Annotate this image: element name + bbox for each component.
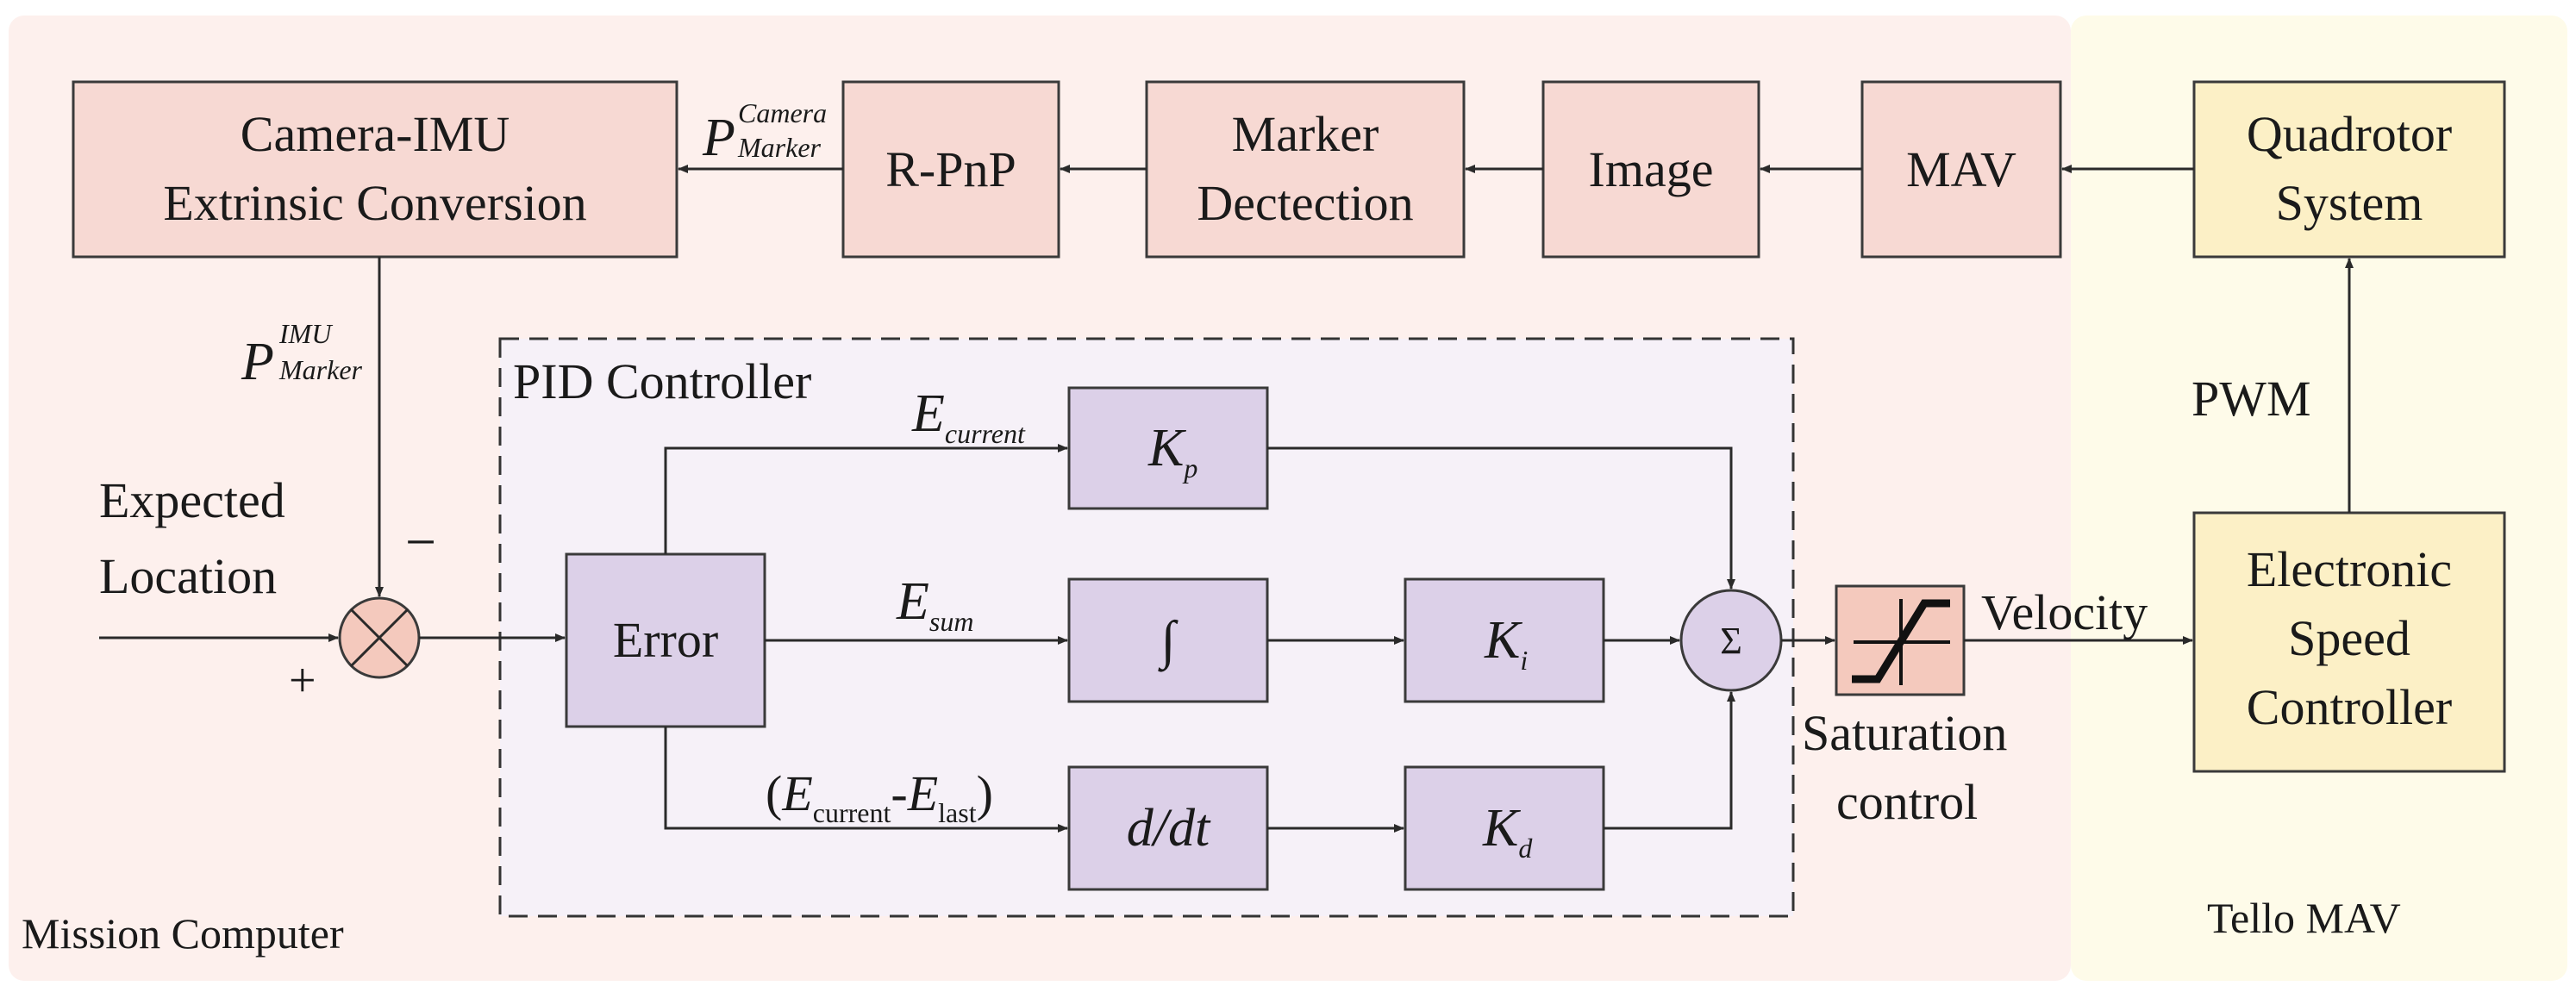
mav-label: MAV [1906, 141, 2016, 197]
e-sum-label: Esum [896, 572, 973, 637]
e-current-label: Ecurrent [911, 384, 1026, 449]
kp-label: Kp [1147, 419, 1197, 484]
quadrotor-system-block [2192, 80, 2506, 259]
saturation-label-1: Saturation [1802, 705, 2007, 761]
esc-label-3: Controller [2247, 679, 2452, 735]
rpnp-label: R-PnP [885, 141, 1016, 197]
expected-label-2: Location [99, 548, 277, 604]
image-label: Image [1589, 141, 1714, 197]
conversion-label-1: Camera-IMU [241, 106, 510, 162]
p-camera-sub: Marker [737, 132, 822, 163]
marker-detection-block [1145, 80, 1466, 259]
marker-label-2: Dectection [1197, 175, 1413, 231]
ki-block [1404, 577, 1605, 703]
arrow-error-to-kp [664, 444, 1068, 554]
sum-label: Σ [1720, 620, 1742, 662]
pid-controller-label: PID Controller [513, 353, 811, 409]
kd-label: Kd [1482, 799, 1533, 864]
comparator-cross-icon-b [349, 608, 410, 668]
p-camera-marker-label: P [702, 109, 735, 167]
quad-label-1: Quadrotor [2247, 106, 2452, 162]
pwm-label: PWM [2191, 371, 2311, 427]
integral-block [1067, 577, 1269, 703]
quad-label-2: System [2276, 175, 2423, 231]
mav-block [1860, 80, 2062, 259]
marker-label-1: Marker [1232, 106, 1379, 162]
p-camera-sup: Camera [738, 97, 827, 128]
p-imu-marker-label: P [241, 333, 274, 391]
p-imu-sup: IMU [278, 318, 333, 349]
conversion-label-2: Extrinsic Conversion [163, 175, 586, 231]
expected-label-1: Expected [99, 472, 285, 528]
velocity-label: Velocity [1981, 584, 2148, 640]
minus-sign: − [405, 511, 436, 572]
arrow-kp-to-sum [1267, 446, 1735, 590]
ki-label: Ki [1484, 611, 1528, 676]
esc-label-1: Electronic [2247, 541, 2452, 597]
deriv-block [1067, 765, 1269, 891]
rpnp-block [841, 80, 1060, 259]
plus-sign: + [289, 654, 316, 708]
e-diff-label: (Ecurrent-Elast) [766, 765, 993, 828]
integral-label: ∫ [1158, 611, 1179, 672]
esc-label-2: Speed [2288, 610, 2410, 666]
tello-mav-label: Tello MAV [2207, 894, 2401, 942]
camera-imu-conversion-block [72, 80, 678, 259]
arrow-kd-to-sum [1604, 691, 1735, 830]
saturation-label-2: control [1836, 774, 1978, 830]
kd-block [1404, 765, 1605, 891]
p-imu-sub: Marker [278, 354, 363, 385]
deriv-label: d/dt [1127, 799, 1211, 858]
mission-computer-label: Mission Computer [22, 909, 344, 958]
error-label: Error [613, 612, 718, 668]
arrow-error-to-deriv [664, 727, 1068, 833]
